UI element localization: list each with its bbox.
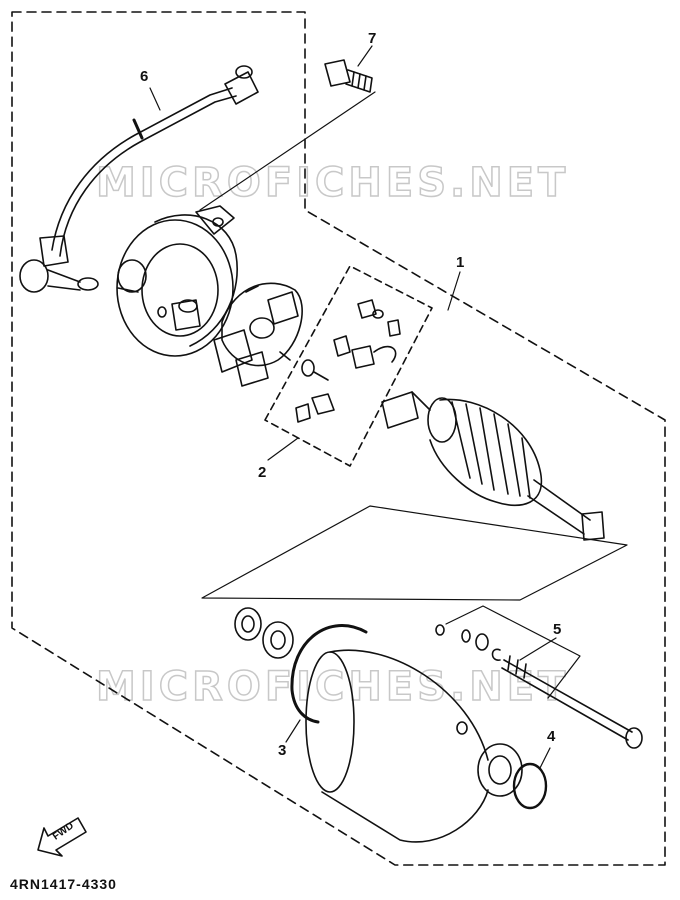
leader-3 [285, 719, 301, 743]
leader-7 [357, 45, 373, 67]
washer-a [234, 607, 262, 641]
armature-ref-box [201, 505, 628, 601]
o-ring-3 [290, 624, 368, 724]
through-bolt-set [461, 629, 643, 749]
callout-5: 5 [553, 621, 562, 638]
leader-5 [519, 637, 557, 661]
o-ring-4 [512, 762, 548, 810]
bolt-set-ref-box [445, 605, 581, 699]
leader-1 [447, 271, 461, 311]
yoke [305, 624, 523, 843]
brush-set [295, 299, 401, 423]
watermark-top: MICROFICHES.NET [95, 159, 570, 207]
leader-4 [539, 747, 551, 769]
washer-b-inner [270, 630, 286, 650]
brush-holder [213, 282, 303, 387]
callout-4: 4 [547, 728, 556, 745]
leader-2 [267, 437, 299, 461]
armature [381, 391, 605, 541]
watermark-bottom: MICROFICHES.NET [95, 663, 570, 711]
callout-1: 1 [456, 254, 465, 271]
callout-7: 7 [368, 30, 377, 47]
starter-cable [19, 65, 259, 293]
end-cover [116, 205, 238, 357]
callout-6: 6 [140, 68, 149, 85]
callout-2: 2 [258, 464, 267, 481]
brush-kit-box [264, 265, 433, 467]
part-number: 4RN1417-4330 [10, 876, 117, 892]
bolt-7 [324, 59, 373, 93]
bolt7-leader [199, 91, 376, 211]
leader-6 [149, 87, 161, 111]
fwd-arrow-icon [37, 817, 87, 857]
washer-a-inner [241, 615, 255, 633]
callout-3: 3 [278, 742, 287, 759]
assembly-boundary [11, 11, 666, 866]
washer-b [262, 621, 294, 659]
